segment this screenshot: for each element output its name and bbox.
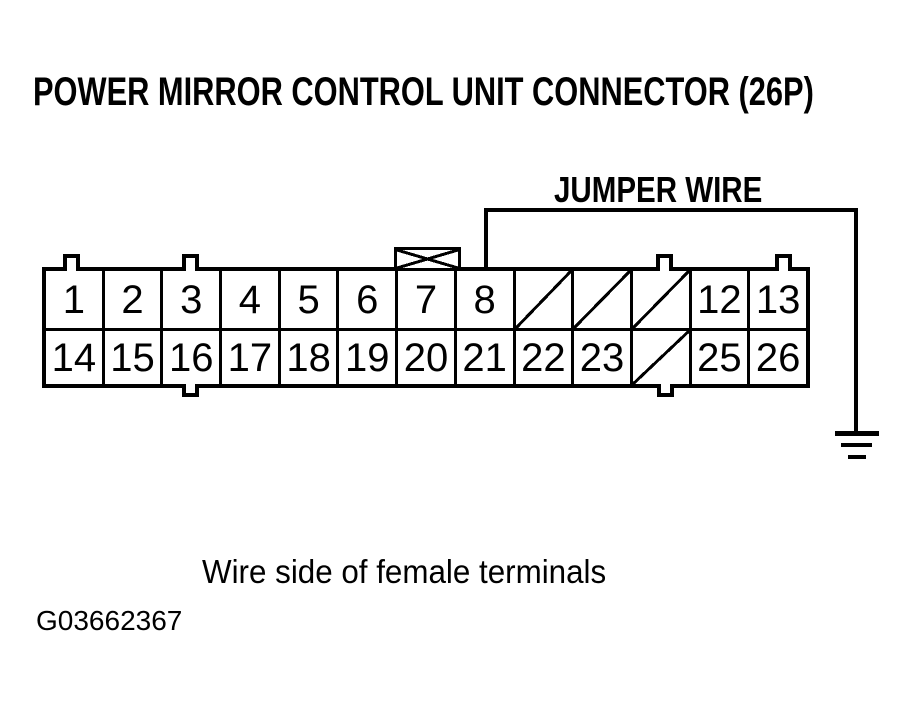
pin-cell-19: 19 (339, 331, 399, 384)
jumper-wire-horizontal-segment (485, 208, 858, 212)
pin-cell-11-blocked (632, 271, 692, 328)
pin-cell-6: 6 (339, 271, 399, 328)
earth-ground-icon (835, 431, 879, 436)
pin-cell-18: 18 (281, 331, 340, 384)
jumper-wire-label: JUMPER WIRE (554, 169, 763, 210)
pin-cell-4: 4 (222, 271, 281, 328)
jumper-wire-pin8-segment (484, 208, 488, 268)
caption: Wire side of female terminals (202, 553, 607, 590)
figure-id: G03662367 (36, 605, 183, 636)
pin-cell-9-blocked (515, 271, 575, 328)
pin-cell-23: 23 (574, 331, 633, 384)
x-marked-keyway-icon (394, 247, 461, 271)
pin-cell-12: 12 (692, 271, 751, 328)
pin-cell-3: 3 (163, 271, 223, 328)
pin-cell-16: 16 (163, 331, 223, 384)
pin-cell-17: 17 (222, 331, 281, 384)
diagram-title: POWER MIRROR CONTROL UNIT CONNECTOR (26P… (33, 70, 814, 114)
pin-cell-15: 15 (105, 331, 164, 384)
connector-tab-bottom-cell11 (657, 384, 674, 397)
pin-cell-7: 7 (398, 271, 457, 328)
pin-cell-25: 25 (692, 331, 751, 384)
pin-cell-21: 21 (457, 331, 516, 384)
pin-cell-8: 8 (457, 271, 516, 328)
pin-row-top: 1 2 3 4 5 6 7 8 12 13 (46, 271, 806, 331)
connector-tab-top-cell11 (656, 254, 673, 271)
pin-cell-13: 13 (755, 277, 801, 322)
connector-tab-bottom-cell3 (182, 384, 199, 397)
pin-cell-10-blocked (574, 271, 633, 328)
earth-ground-icon-bar2 (841, 443, 872, 447)
pin-row-bottom: 14 15 16 17 18 19 20 21 22 23 25 26 (46, 331, 806, 384)
pin-cell-2: 2 (105, 271, 164, 328)
pin-cell-5: 5 (281, 271, 340, 328)
pin-cell-14: 14 (46, 331, 105, 384)
connector-body: 1 2 3 4 5 6 7 8 12 13 14 15 16 17 18 19 … (42, 267, 810, 388)
pin-cell-1: 1 (46, 271, 105, 328)
earth-ground-icon-bar3 (848, 455, 866, 459)
jumper-wire-ground-segment (854, 208, 858, 433)
pin-cell-26: 26 (755, 335, 801, 380)
connector-tab-top-cell3 (182, 254, 199, 271)
pin-cell-20: 20 (398, 331, 457, 384)
pin-cell-24-blocked (632, 331, 692, 384)
connector-tab-top-cell1 (63, 254, 80, 271)
pin-cell-22: 22 (516, 331, 575, 384)
connector-tab-top-cell13 (775, 254, 792, 271)
